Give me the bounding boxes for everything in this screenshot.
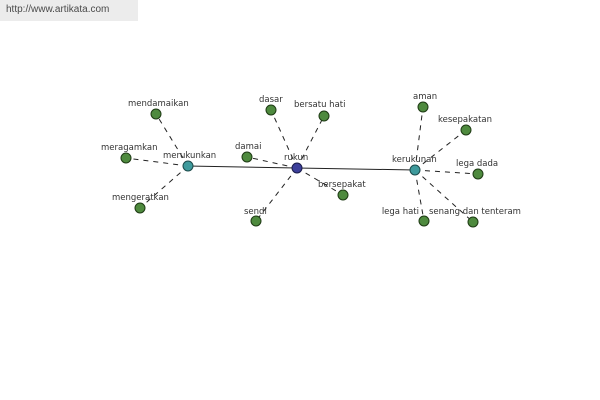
node-dasar[interactable]: [265, 104, 277, 116]
node-lega-dada[interactable]: [472, 168, 484, 180]
label-merukunkan: merukunkan: [163, 151, 216, 161]
node-senang-dan-tenteram[interactable]: [467, 216, 479, 228]
label-bersatu-hati: bersatu hati: [294, 100, 345, 110]
dashed-links: [125, 106, 479, 223]
node-mengeratkan[interactable]: [134, 202, 146, 214]
label-aman: aman: [413, 92, 437, 102]
label-mendamaikan: mendamaikan: [128, 99, 189, 109]
label-senang-dan-tenteram: senang dan tenteram: [429, 207, 521, 217]
label-lega-hati: lega hati: [382, 207, 419, 217]
node-sendi[interactable]: [250, 215, 262, 227]
label-rukun: rukun: [284, 153, 308, 163]
labels: mendamaikan meragamkan mengeratkan meruk…: [101, 92, 521, 217]
node-merukunkan[interactable]: [182, 160, 194, 172]
watermark-url[interactable]: http://www.artikata.com: [6, 4, 110, 15]
link-rukun-kerukunan: [296, 167, 416, 171]
label-kerukunan: kerukunan: [392, 155, 437, 165]
node-kerukunan[interactable]: [409, 164, 421, 176]
watermark: http://www.artikata.com: [0, 0, 138, 21]
node-bersatu-hati[interactable]: [318, 110, 330, 122]
node-kesepakatan[interactable]: [460, 124, 472, 136]
node-mendamaikan[interactable]: [150, 108, 162, 120]
node-meragamkan[interactable]: [120, 152, 132, 164]
label-lega-dada: lega dada: [456, 159, 498, 169]
label-damai: damai: [235, 142, 261, 152]
leaf-nodes: [120, 101, 484, 228]
node-bersepakat[interactable]: [337, 189, 349, 201]
label-sendi: sendi: [244, 207, 267, 217]
label-dasar: dasar: [259, 95, 283, 105]
link-merukunkan-rukun: [187, 165, 298, 169]
node-lega-hati[interactable]: [418, 215, 430, 227]
label-kesepakatan: kesepakatan: [438, 115, 492, 125]
node-aman[interactable]: [417, 101, 429, 113]
label-meragamkan: meragamkan: [101, 143, 157, 153]
label-mengeratkan: mengeratkan: [112, 193, 169, 203]
node-rukun[interactable]: [291, 162, 303, 174]
node-damai[interactable]: [241, 151, 253, 163]
label-bersepakat: bersepakat: [318, 180, 366, 190]
